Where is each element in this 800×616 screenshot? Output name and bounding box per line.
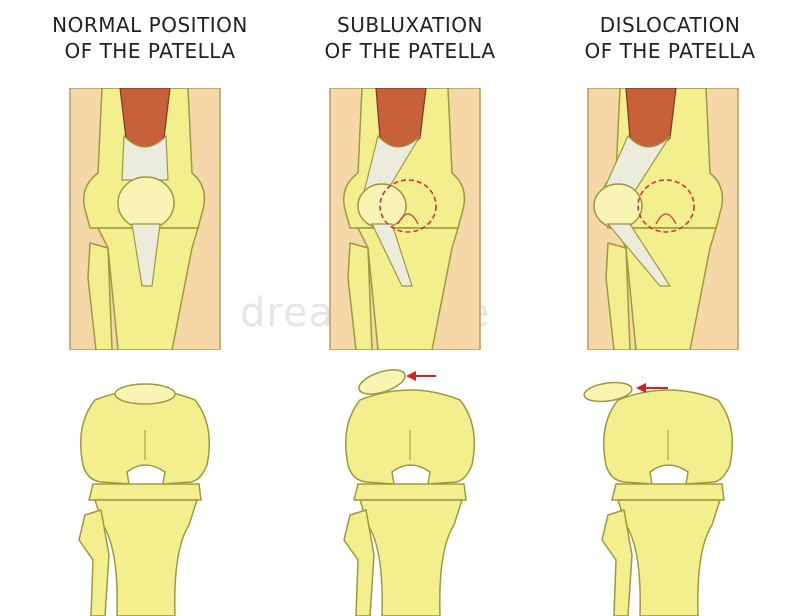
title-dislocation-line1: DISLOCATION <box>599 13 741 37</box>
title-subluxation-line1: SUBLUXATION <box>337 13 483 37</box>
quadriceps-muscle <box>625 88 677 150</box>
patella-dislocated <box>593 183 643 229</box>
patella <box>117 176 175 230</box>
tibia <box>616 499 722 616</box>
tibia <box>93 499 199 616</box>
trochlear-groove <box>655 213 677 225</box>
fibula <box>605 242 631 350</box>
quadriceps-muscle <box>375 88 427 150</box>
tibial-plateau <box>88 483 202 501</box>
title-normal-line2: OF THE PATELLA <box>64 39 236 63</box>
normal-patella-outline <box>379 179 437 233</box>
patella <box>114 383 176 405</box>
fibula-head <box>343 509 375 616</box>
tibial-plateau <box>353 483 467 501</box>
knee-bones-normal <box>78 383 210 616</box>
red-arrow-left-icon <box>636 383 668 393</box>
knee-front-subluxation <box>329 88 481 350</box>
patellar-tendon <box>606 223 672 287</box>
tibia <box>358 499 464 616</box>
patellar-tendon <box>131 223 161 287</box>
title-dislocation-line2: OF THE PATELLA <box>584 39 756 63</box>
fibula <box>87 242 113 350</box>
trochlear-groove <box>397 213 419 225</box>
title-dislocation: DISLOCATION OF THE PATELLA <box>540 12 800 64</box>
fibula <box>347 242 373 350</box>
patellar-tendon <box>371 223 413 287</box>
fibula-head <box>78 509 110 616</box>
patella-tilted <box>358 369 406 395</box>
quadriceps-tendon <box>121 134 169 181</box>
title-subluxation: SUBLUXATION OF THE PATELLA <box>280 12 540 64</box>
knee-bones-dislocation <box>583 381 733 616</box>
normal-patella-outline <box>637 179 695 233</box>
patella-dislocated <box>583 381 633 403</box>
title-normal: NORMAL POSITION OF THE PATELLA <box>20 12 280 64</box>
knee-front-dislocation <box>587 88 739 350</box>
red-arrow-left-icon <box>406 371 436 381</box>
title-normal-line1: NORMAL POSITION <box>52 13 248 37</box>
fibula-head <box>601 509 633 616</box>
knee-bones-subluxation <box>343 369 475 616</box>
tibial-plateau <box>611 483 725 501</box>
title-subluxation-line2: OF THE PATELLA <box>324 39 496 63</box>
knee-front-normal <box>69 88 221 350</box>
